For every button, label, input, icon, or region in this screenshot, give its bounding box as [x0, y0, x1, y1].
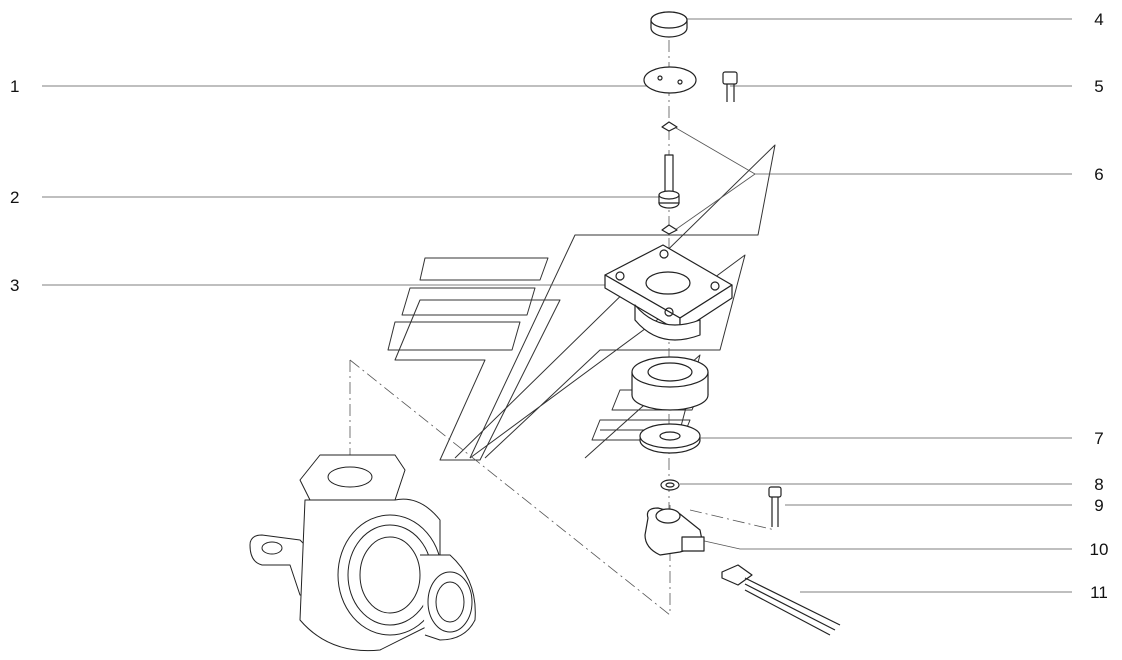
callout-3[interactable]: 3: [10, 276, 20, 295]
callout-5[interactable]: 5: [1094, 77, 1104, 96]
part-5-bolt: [722, 71, 738, 102]
steering-knuckle: [249, 454, 476, 652]
callout-1[interactable]: 1: [10, 77, 20, 96]
callout-8[interactable]: 8: [1094, 475, 1104, 494]
leader-lines: [42, 18, 1072, 616]
callout-7[interactable]: 7: [1094, 429, 1104, 448]
part-4-cap: [650, 11, 688, 38]
callout-11[interactable]: 11: [1090, 583, 1108, 602]
callout-4[interactable]: 4: [1094, 10, 1104, 29]
part-1-plate: [643, 66, 697, 94]
callout-9[interactable]: 9: [1094, 496, 1104, 515]
part-6-keys: [661, 121, 678, 235]
callout-6[interactable]: 6: [1094, 165, 1104, 184]
callout-2[interactable]: 2: [10, 188, 20, 207]
part-8-ring: [660, 479, 680, 491]
part-9-screw: [768, 486, 782, 527]
part-11-connector: [721, 564, 841, 636]
callout-10[interactable]: 10: [1089, 540, 1109, 559]
part-10-sensor: [644, 507, 705, 556]
part-3-flange: [604, 244, 733, 341]
part-7-washer: [639, 423, 701, 454]
bearing: [631, 356, 709, 411]
part-2-pin: [658, 154, 680, 209]
